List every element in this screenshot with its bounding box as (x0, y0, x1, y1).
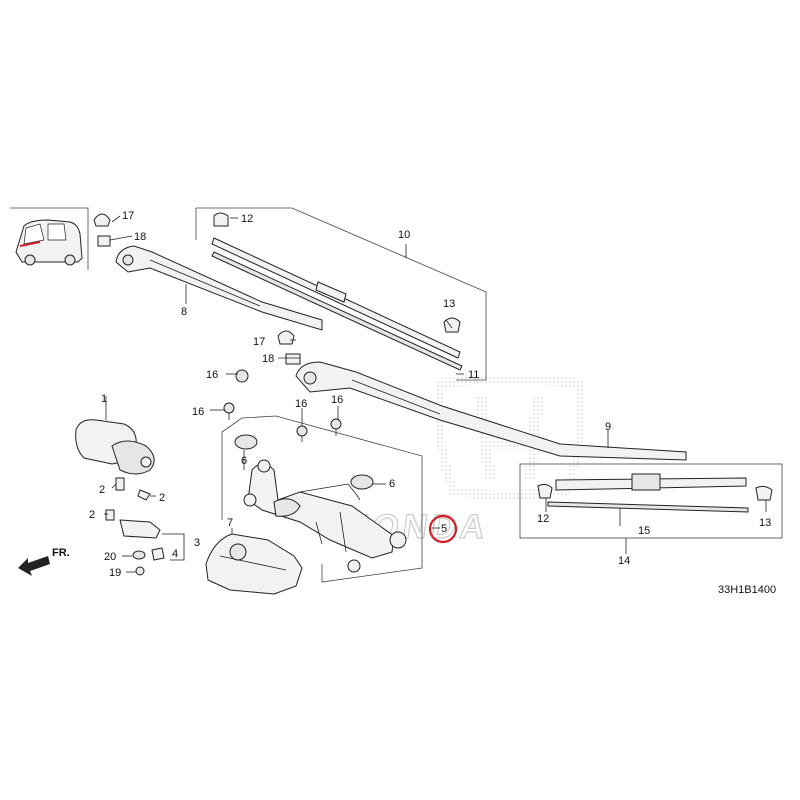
callout-5: 5 (441, 523, 447, 535)
wiper-linkage (234, 434, 407, 573)
vehicle-thumbnail (10, 207, 89, 270)
front-label: FR. (52, 547, 70, 559)
callout-16: 16 (206, 369, 218, 381)
callout-15: 15 (638, 525, 650, 537)
callout-3: 3 (194, 537, 200, 549)
left-blade-assembly (211, 237, 463, 371)
callout-16: 16 (295, 398, 307, 410)
callout-13: 13 (759, 517, 771, 529)
callout-2: 2 (159, 492, 165, 504)
callout-14: 14 (618, 555, 630, 567)
diagram-code: 33H1B1400 (718, 584, 776, 596)
right-blade-assembly (537, 473, 773, 513)
front-direction-arrow: FR. (18, 547, 70, 576)
callout-20: 20 (104, 551, 116, 563)
callout-12: 12 (241, 213, 253, 225)
linkage-group-outline (221, 415, 423, 583)
callout-2: 2 (99, 484, 105, 496)
callout-19: 19 (109, 567, 121, 579)
bracket-hardware (105, 477, 185, 576)
callout-12: 12 (537, 513, 549, 525)
callout-2: 2 (89, 509, 95, 521)
callout-labels: 1 2 2 2 3 4 5 6 6 7 8 9 10 11 12 12 13 1… (89, 210, 771, 579)
callout-6: 6 (389, 478, 395, 490)
right-wiper-arm (295, 361, 687, 461)
callout-4: 4 (172, 548, 178, 560)
blade-kit-outline (519, 463, 783, 539)
highlight-circle[interactable] (428, 514, 458, 544)
leader-lines (104, 215, 767, 573)
callout-9: 9 (605, 421, 611, 433)
callout-13: 13 (443, 298, 455, 310)
callout-11: 11 (468, 369, 479, 381)
left-wiper-arm (115, 245, 323, 331)
callout-18: 18 (134, 231, 146, 243)
cowl-cover (205, 533, 303, 595)
callout-18: 18 (262, 353, 274, 365)
blade-group-outline (196, 207, 487, 381)
callout-16: 16 (331, 394, 343, 406)
small-hardware (93, 212, 461, 442)
callout-16: 16 (192, 406, 204, 418)
callout-17: 17 (122, 210, 134, 222)
callout-8: 8 (181, 306, 187, 318)
callout-7: 7 (227, 517, 233, 529)
callout-6: 6 (241, 455, 247, 467)
callout-10: 10 (398, 229, 410, 241)
callout-1: 1 (101, 393, 107, 405)
wiper-motor (75, 396, 155, 475)
callout-17: 17 (253, 336, 265, 348)
